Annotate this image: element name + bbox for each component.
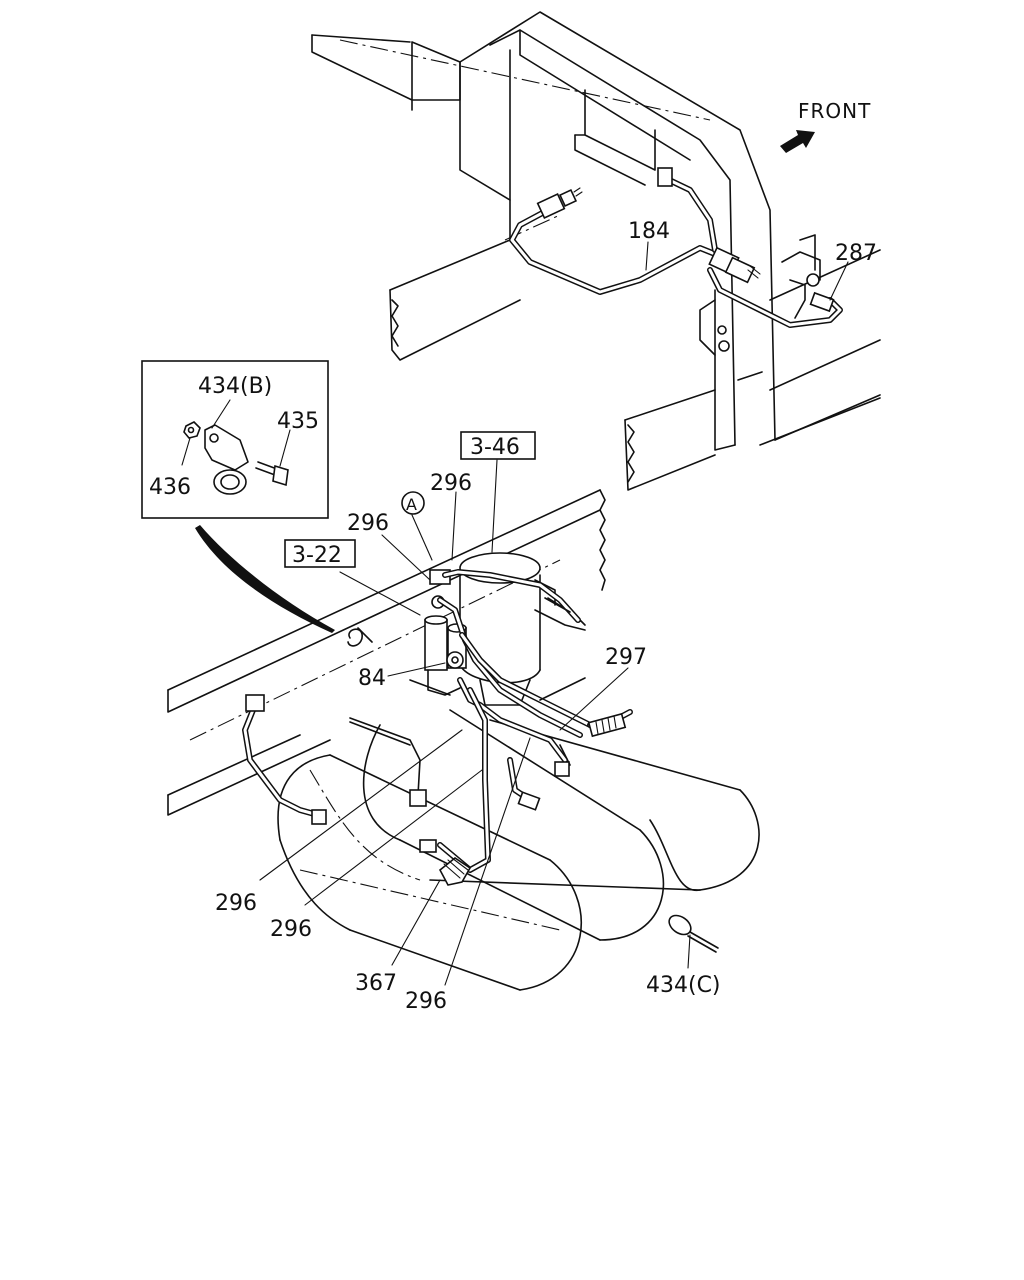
- callout-367: 367: [355, 971, 397, 996]
- callout-434b: 434(B): [198, 374, 272, 399]
- callout-434c: 434(C): [646, 973, 721, 998]
- callout-184: 184: [628, 219, 670, 244]
- clip-434c: [668, 914, 719, 953]
- callout-287: 287: [835, 241, 877, 266]
- callout-296-low1: 296: [215, 891, 257, 916]
- callout-3-22: 3-22: [292, 543, 342, 568]
- upper-air-pipe-184: [509, 167, 843, 328]
- callout-84: 84: [358, 666, 386, 691]
- front-direction-indicator: FRONT: [780, 99, 871, 153]
- front-arrow-icon: [780, 130, 815, 153]
- air-tank-middle: [362, 709, 665, 941]
- callout-leaders: [259, 241, 849, 986]
- callout-296-low3: 296: [405, 989, 447, 1014]
- air-tank-front: [277, 754, 582, 991]
- ref-box-3-46: [460, 431, 536, 460]
- callout-435: 435: [277, 409, 319, 434]
- silencer-367: [438, 857, 472, 886]
- callout-3-46: 3-46: [470, 435, 520, 460]
- detail-pointer-arrow: [195, 525, 335, 633]
- front-label: FRONT: [798, 99, 871, 123]
- upper-frame-rail: [311, 11, 881, 491]
- callout-296-low2: 296: [270, 917, 312, 942]
- callout-436: 436: [149, 475, 191, 500]
- view-marker-a: [401, 491, 425, 515]
- clip-part: [347, 627, 373, 647]
- callout-labels: 184 287 434(B) 435 436 3-46 296 A 296 3-…: [149, 219, 877, 1014]
- callout-296-left: 296: [347, 511, 389, 536]
- callout-296-top: 296: [430, 471, 472, 496]
- detail-inset-clamp: [141, 360, 329, 519]
- callout-297: 297: [605, 645, 647, 670]
- ref-box-3-22: [284, 539, 356, 568]
- callout-a: A: [406, 495, 417, 514]
